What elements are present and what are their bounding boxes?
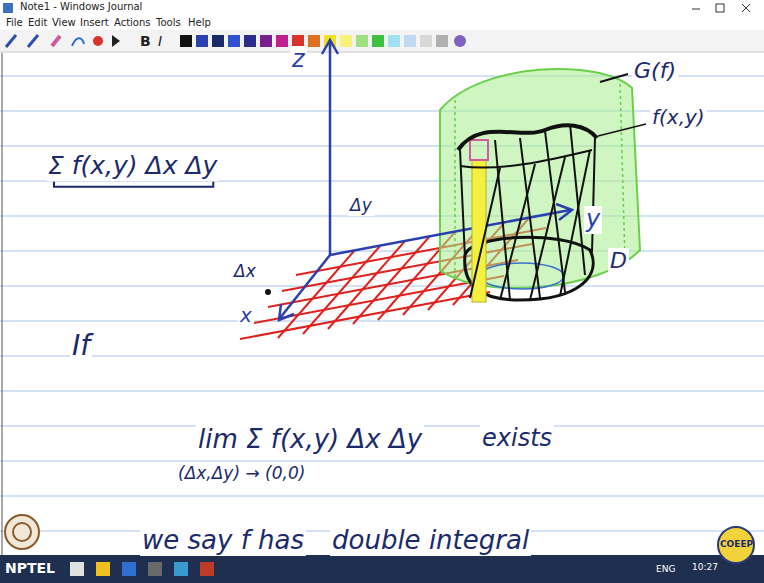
maximize-icon: [716, 4, 724, 12]
leader-line: [598, 124, 646, 136]
nptel-emblem: [13, 523, 31, 541]
function-label: f(x,y): [650, 106, 707, 129]
condition-word: exists: [480, 425, 554, 453]
axes: [279, 40, 572, 320]
taskbar-icons: [70, 562, 214, 576]
menu-item: View: [50, 17, 78, 29]
region-inner: [480, 263, 564, 289]
color-swatches: [180, 35, 466, 47]
increment-label: Δy: [348, 196, 374, 216]
column-top: [470, 140, 488, 160]
axis-label: y: [584, 206, 602, 234]
region-label: D: [608, 248, 629, 273]
window-title: Note1 - Windows Journal: [18, 1, 144, 13]
leader-line: [600, 74, 628, 82]
minimize-icon: [692, 9, 700, 10]
riemann-sum: Σ f(x,y) Δx Δy: [46, 152, 219, 181]
statement-text: we say f has: [140, 526, 306, 556]
ruled-lines: [0, 76, 764, 531]
limit-subscript: (Δx,Δy) → (0,0): [176, 464, 307, 484]
limit-expression: lim Σ f(x,y) Δx Δy: [196, 425, 424, 455]
toolbar: [0, 30, 764, 52]
surface-top: [458, 125, 597, 150]
logo-text: COEEP: [718, 539, 755, 549]
underline-bracket: [54, 182, 213, 187]
close-icon: [742, 4, 750, 12]
axis-label: x: [238, 304, 254, 327]
toolbar-border: [0, 52, 764, 53]
menu-item: Edit: [26, 17, 49, 29]
menu-bar: [0, 16, 764, 30]
menu-item: Tools: [154, 17, 183, 29]
grid-dot: [265, 289, 271, 295]
nptel-emblem: [5, 515, 39, 549]
taskbar: [0, 555, 764, 583]
menu-item: File: [4, 17, 25, 29]
app-icon: [3, 3, 13, 13]
menu-item: Insert: [78, 17, 111, 29]
page-border: [2, 53, 3, 555]
italic-button: I: [156, 33, 164, 49]
title-bar: [0, 0, 764, 16]
clock-text: 10:27: [690, 562, 720, 572]
menu-item: Help: [186, 17, 213, 29]
axis-label: z: [290, 46, 307, 74]
condition-word: If: [70, 330, 92, 362]
pen-tools: [6, 35, 120, 47]
bold-button: B: [138, 33, 153, 49]
statement-text: double integral: [330, 526, 531, 556]
watermark: NPTEL: [3, 560, 57, 576]
increment-label: Δx: [232, 262, 258, 282]
graph-label: G(f): [632, 58, 678, 83]
menu-item: Actions: [112, 17, 153, 29]
surface-walls: [460, 124, 595, 300]
tray-text: ENG: [654, 564, 677, 574]
